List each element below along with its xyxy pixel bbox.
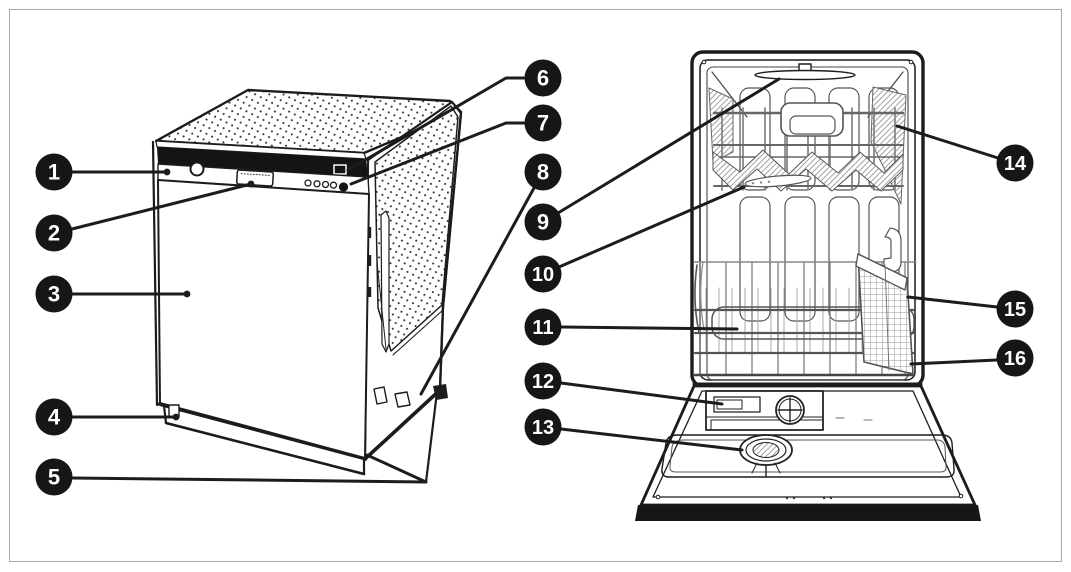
callout-10: 10 xyxy=(524,185,746,293)
callout-number: 15 xyxy=(1004,299,1026,321)
callout-badge xyxy=(524,153,562,191)
callout-number: 14 xyxy=(1004,153,1027,175)
callout-6: 6 xyxy=(346,59,562,172)
leader-line xyxy=(349,121,526,186)
leader-line xyxy=(71,453,428,484)
leader-line xyxy=(560,325,739,331)
top-spray-nozzle xyxy=(754,63,856,81)
callout-badge xyxy=(35,153,73,191)
leader-line xyxy=(346,76,526,172)
top-insulation-blanket xyxy=(154,88,463,160)
dishwasher-interior-drawing xyxy=(635,50,981,521)
callout-5: 5 xyxy=(35,390,439,496)
leader-line xyxy=(906,295,999,309)
callout-badge xyxy=(524,59,562,97)
callout-badge xyxy=(524,408,562,446)
indicator-lights xyxy=(304,179,349,192)
leader-dot xyxy=(247,180,255,188)
callout-8: 8 xyxy=(419,153,562,396)
middle-spray-arm xyxy=(712,149,904,192)
callout-badge xyxy=(524,362,562,400)
callout-number: 13 xyxy=(532,417,554,439)
callout-7: 7 xyxy=(349,104,562,186)
door-side-profile xyxy=(380,210,390,353)
door-latch xyxy=(333,164,347,175)
leader-line xyxy=(559,381,724,406)
callout-9: 9 xyxy=(524,77,781,241)
callout-badge xyxy=(35,398,73,436)
leader-line xyxy=(909,358,999,366)
filter-assembly xyxy=(739,434,793,478)
callout-number: 2 xyxy=(48,221,60,246)
leader-line xyxy=(556,77,781,215)
callout-badge xyxy=(524,203,562,241)
callout-number: 16 xyxy=(1004,348,1026,370)
callout-13: 13 xyxy=(524,408,744,452)
basket-hook xyxy=(883,227,902,274)
leader-line xyxy=(70,182,253,231)
dishwasher-exterior-drawing xyxy=(151,88,463,476)
callout-badge xyxy=(35,214,73,252)
base-bracket xyxy=(394,391,411,408)
callout-4: 4 xyxy=(35,398,180,436)
callout-number: 7 xyxy=(537,111,549,136)
callout-number: 12 xyxy=(532,371,554,393)
callout-badge xyxy=(996,144,1034,182)
door-handle xyxy=(235,169,275,187)
callout-3: 3 xyxy=(35,275,191,313)
callout-number: 10 xyxy=(532,264,554,286)
leader-line xyxy=(557,185,746,269)
callout-badge xyxy=(524,308,562,346)
callout-11: 11 xyxy=(524,308,739,346)
callout-number: 11 xyxy=(532,317,553,339)
callout-number: 6 xyxy=(537,66,549,91)
detergent-dispenser xyxy=(705,390,824,431)
door-top-trim xyxy=(157,147,368,177)
power-button xyxy=(189,161,205,177)
leader-dot xyxy=(172,413,180,421)
callout-badge xyxy=(996,339,1034,377)
leader-line xyxy=(895,124,1000,160)
base-bracket xyxy=(373,386,388,405)
callout-badge xyxy=(524,104,562,142)
callout-15: 15 xyxy=(906,290,1034,328)
callout-14: 14 xyxy=(895,124,1034,182)
callout-1: 1 xyxy=(35,153,171,191)
side-panel xyxy=(363,100,463,461)
upper-rack-handle xyxy=(780,102,844,137)
callout-16: 16 xyxy=(909,339,1034,377)
callout-12: 12 xyxy=(524,362,724,406)
callout-number: 4 xyxy=(48,405,61,430)
callout-number: 5 xyxy=(48,465,60,490)
upper-rack-left-side xyxy=(708,87,734,163)
leader-line xyxy=(419,186,536,396)
front-face xyxy=(151,140,370,461)
leader-dot xyxy=(163,168,171,176)
leader-line xyxy=(559,427,744,452)
start-button xyxy=(338,182,349,192)
leader-dot xyxy=(183,290,191,298)
callout-number: 9 xyxy=(537,210,549,235)
callout-number: 8 xyxy=(537,160,549,185)
door-front-edge xyxy=(635,505,981,521)
page-border-frame xyxy=(9,9,1062,562)
callout-badge xyxy=(524,255,562,293)
leader-line-branch xyxy=(424,390,439,484)
callout-badge xyxy=(996,290,1034,328)
silverware-basket xyxy=(855,227,914,375)
callout-2: 2 xyxy=(35,180,255,252)
callout-number: 3 xyxy=(48,282,60,307)
callout-badge xyxy=(35,458,73,496)
callout-number: 1 xyxy=(48,160,60,185)
callout-badge xyxy=(35,275,73,313)
